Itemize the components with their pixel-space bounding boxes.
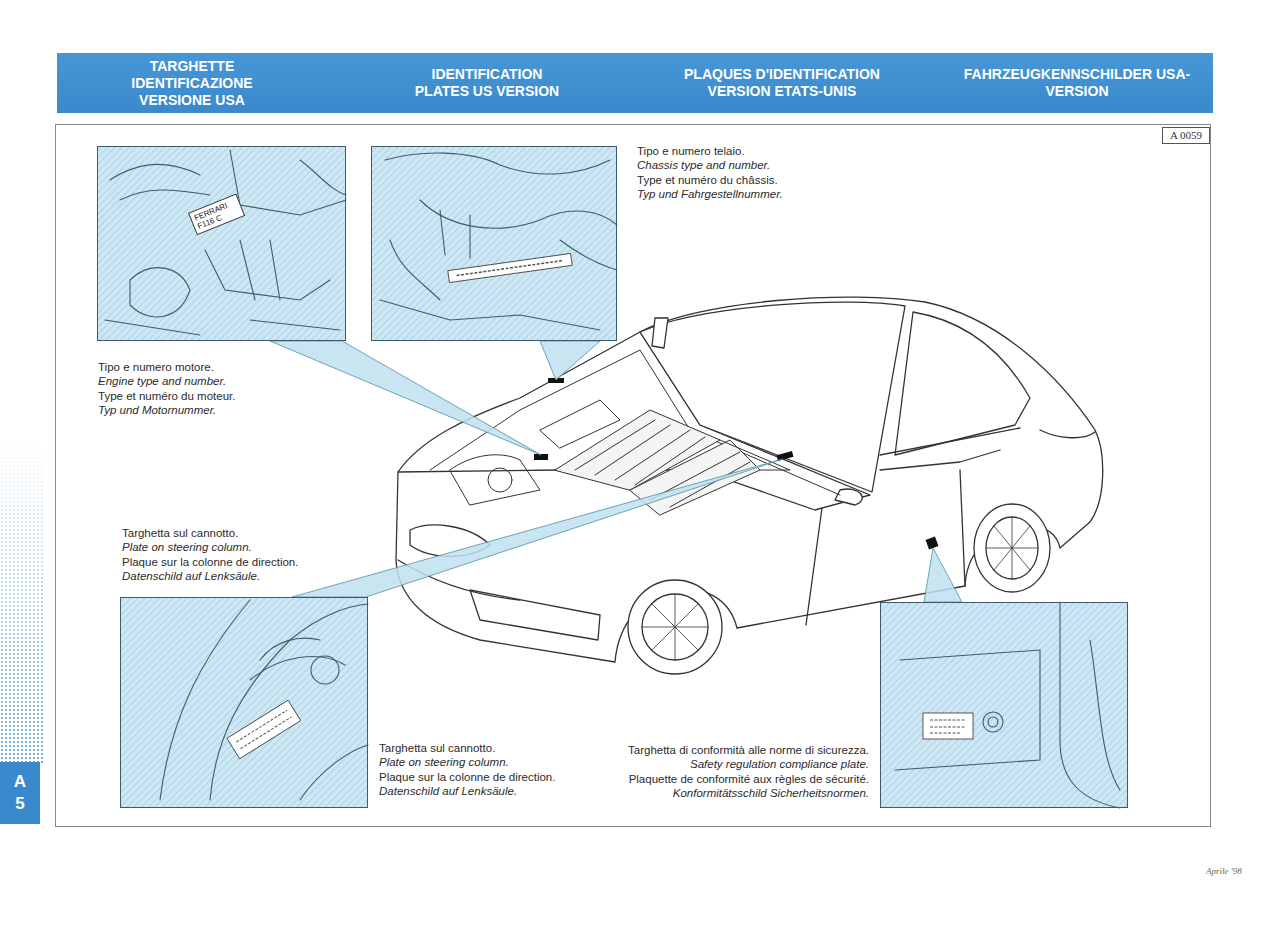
- figure-code: A 0059: [1163, 128, 1209, 143]
- caption-line: Konformitätsschild Sicherheitsnormen.: [628, 786, 869, 800]
- caption-line: Plaque sur la colonne de direction.: [379, 770, 555, 784]
- caption-line: Tipo e numero telaio.: [637, 144, 783, 158]
- caption-block: Targhetta sul cannotto.Plate on steering…: [379, 741, 555, 799]
- header-title: IDENTIFICATION PLATES US VERSION: [412, 66, 562, 100]
- caption-line: Datenschild auf Lenksäule.: [379, 784, 555, 798]
- header-title: FAHRZEUGKENNSCHILDER USA-VERSION: [962, 66, 1192, 100]
- caption-line: Plaque sur la colonne de direction.: [122, 555, 298, 569]
- caption-line: Typ und Fahrgestellnummer.: [637, 187, 783, 201]
- detail-inset: Tipo e numero telaio.Chassis type and nu…: [371, 146, 617, 341]
- header-band: TARGHETTE IDENTIFICAZIONE VERSIONE USA ID…: [57, 53, 1213, 113]
- section-tab: A5: [0, 762, 40, 824]
- caption-line: Tipo e numero motore.: [98, 360, 235, 374]
- caption-line: Targhetta sul cannotto.: [122, 526, 238, 540]
- section-letter: 5: [0, 793, 40, 815]
- date-footer: Aprile '98: [1206, 866, 1242, 876]
- section-letter: A: [0, 771, 40, 793]
- caption-line: Engine type and number.: [98, 374, 235, 388]
- caption-line: Targhetta di conformità alle norme di si…: [628, 743, 869, 757]
- caption-line: Chassis type and number.: [637, 158, 783, 172]
- caption-line: Type et numéro du moteur.: [98, 389, 235, 403]
- caption-line: Plate on steering column.: [122, 540, 252, 554]
- caption-line: Safety regulation compliance plate.: [628, 757, 869, 771]
- detail-inset: Targhetta di conformità alle norme di si…: [880, 602, 1128, 808]
- caption-block: Targhetta di conformità alle norme di si…: [628, 743, 869, 801]
- caption-block: Tipo e numero motore.Engine type and num…: [98, 360, 235, 418]
- caption-line: Targhetta sul cannotto.: [379, 741, 555, 755]
- caption-line: Plate on steering column.: [379, 755, 555, 769]
- figure-code-box: A 0059: [1162, 127, 1210, 144]
- caption-line: Type et numéro du châssis.: [637, 173, 783, 187]
- header-title: PLAQUES D'IDENTIFICATION VERSION ETATS-U…: [682, 66, 882, 100]
- detail-inset: Targhetta sul cannotto.Plate on steering…: [120, 597, 368, 808]
- detail-inset: Tipo e numero motore.Engine type and num…: [97, 146, 346, 341]
- caption-block: Tipo e numero telaio.Chassis type and nu…: [637, 144, 783, 202]
- caption-line: Datenschild auf Lenksäule.: [122, 569, 260, 583]
- caption-line: Typ und Motornummer.: [98, 403, 235, 417]
- caption-line: Plaquette de conformité aux règles de sé…: [628, 772, 869, 786]
- header-title: TARGHETTE IDENTIFICAZIONE VERSIONE USA: [117, 58, 267, 109]
